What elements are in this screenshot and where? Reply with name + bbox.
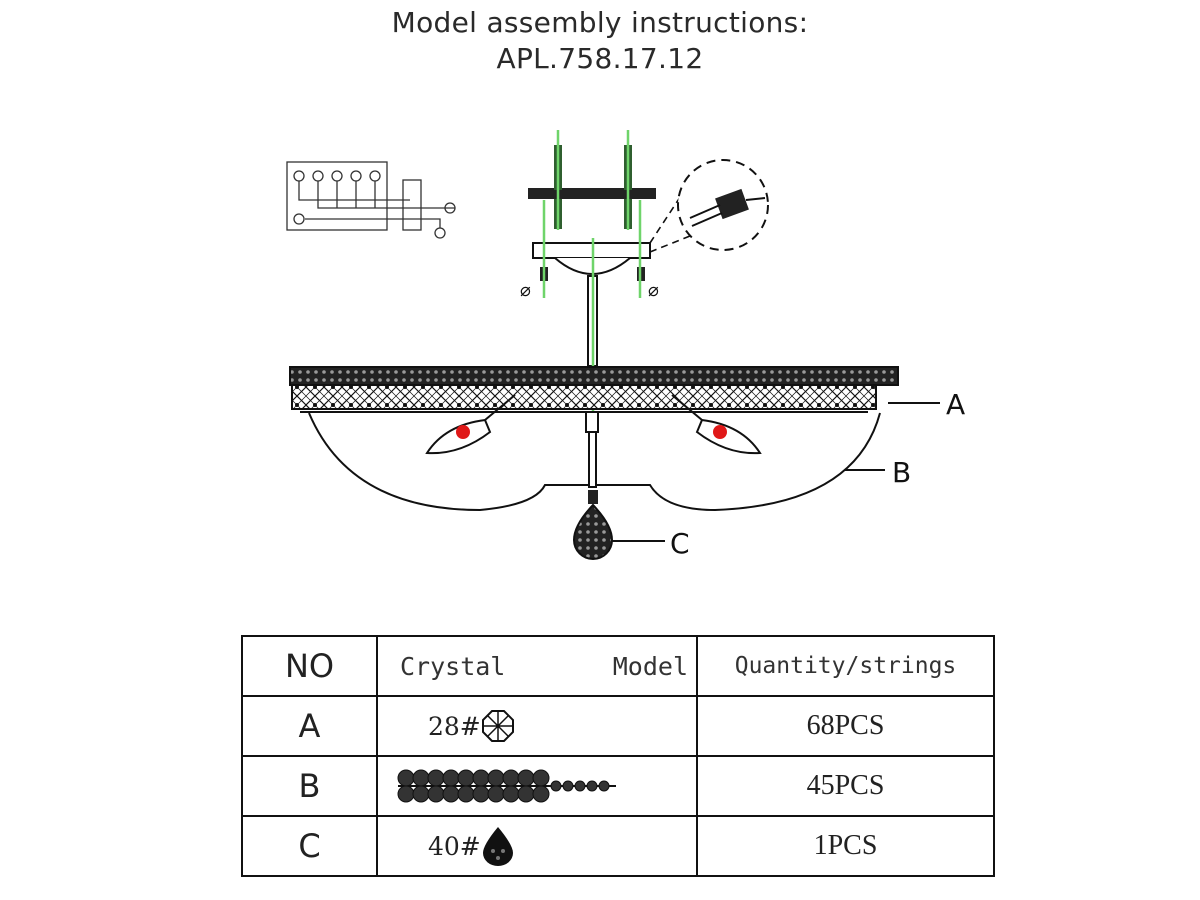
wiring-schematic-icon (286, 161, 456, 239)
strand-bead (427, 785, 445, 803)
header-model: Model (612, 651, 688, 681)
strand-bead (442, 785, 460, 803)
table-header-row: NO Crystal Model Quantity/strings (241, 635, 995, 697)
center-rod (585, 411, 599, 488)
label-b: B (892, 456, 911, 489)
crystal-spec-table: NO Crystal Model Quantity/strings A 28# … (241, 635, 995, 877)
strand-bead (517, 769, 535, 787)
label-c: C (670, 527, 690, 560)
assembly-diagram: ⌀ ⌀ (286, 130, 965, 560)
strand-bead (550, 780, 562, 792)
strand-bead (487, 769, 505, 787)
strand-bead (412, 769, 430, 787)
row-quantity: 1PCS (696, 815, 995, 877)
svg-text:⌀: ⌀ (648, 280, 659, 301)
page-title: Model assembly instructions: (391, 6, 809, 39)
callouts (612, 402, 940, 542)
row-no: C (241, 815, 378, 877)
header-quantity: Quantity/strings (696, 635, 995, 697)
strand-bead (586, 780, 598, 792)
strand-bead (502, 785, 520, 803)
header-crystal: Crystal (400, 651, 506, 681)
strand-bead (457, 785, 475, 803)
strand-bead (502, 769, 520, 787)
strand-bead (472, 769, 490, 787)
label-a: A (946, 388, 965, 421)
model-number: APL.758.17.12 (496, 42, 704, 75)
strand-bead (472, 785, 490, 803)
table-row: B 45PCS (241, 755, 995, 817)
strand-bead (598, 780, 610, 792)
bulb-icon (425, 394, 762, 455)
header-no: NO (241, 635, 378, 697)
strand-bead (532, 769, 550, 787)
svg-text:⌀: ⌀ (520, 280, 531, 301)
connector-detail-icon (649, 159, 769, 253)
strand-bead (457, 769, 475, 787)
row-no: A (241, 695, 378, 757)
strand-bead (574, 780, 586, 792)
strand-bead (397, 769, 415, 787)
row-quantity: 68PCS (696, 695, 995, 757)
table-row: C 40# 1PCS (241, 815, 995, 877)
model-code: 28# (428, 711, 481, 741)
model-code: 40# (428, 831, 481, 861)
table-row: A 28# 68PCS (241, 695, 995, 757)
crystal-band (289, 366, 899, 413)
strand-bead (397, 785, 415, 803)
strand-bead (442, 769, 460, 787)
strand-bead (427, 769, 445, 787)
row-no: B (241, 755, 378, 817)
strand-bead (532, 785, 550, 803)
strand-bead (487, 785, 505, 803)
strand-bead (517, 785, 535, 803)
strand-bead (412, 785, 430, 803)
pendant-crystal-icon (572, 490, 614, 560)
crystal-string-icon (397, 769, 616, 803)
row-quantity: 45PCS (696, 755, 995, 817)
strand-bead (562, 780, 574, 792)
teardrop-crystal-icon (482, 827, 513, 866)
octagon-crystal-icon (481, 710, 514, 742)
